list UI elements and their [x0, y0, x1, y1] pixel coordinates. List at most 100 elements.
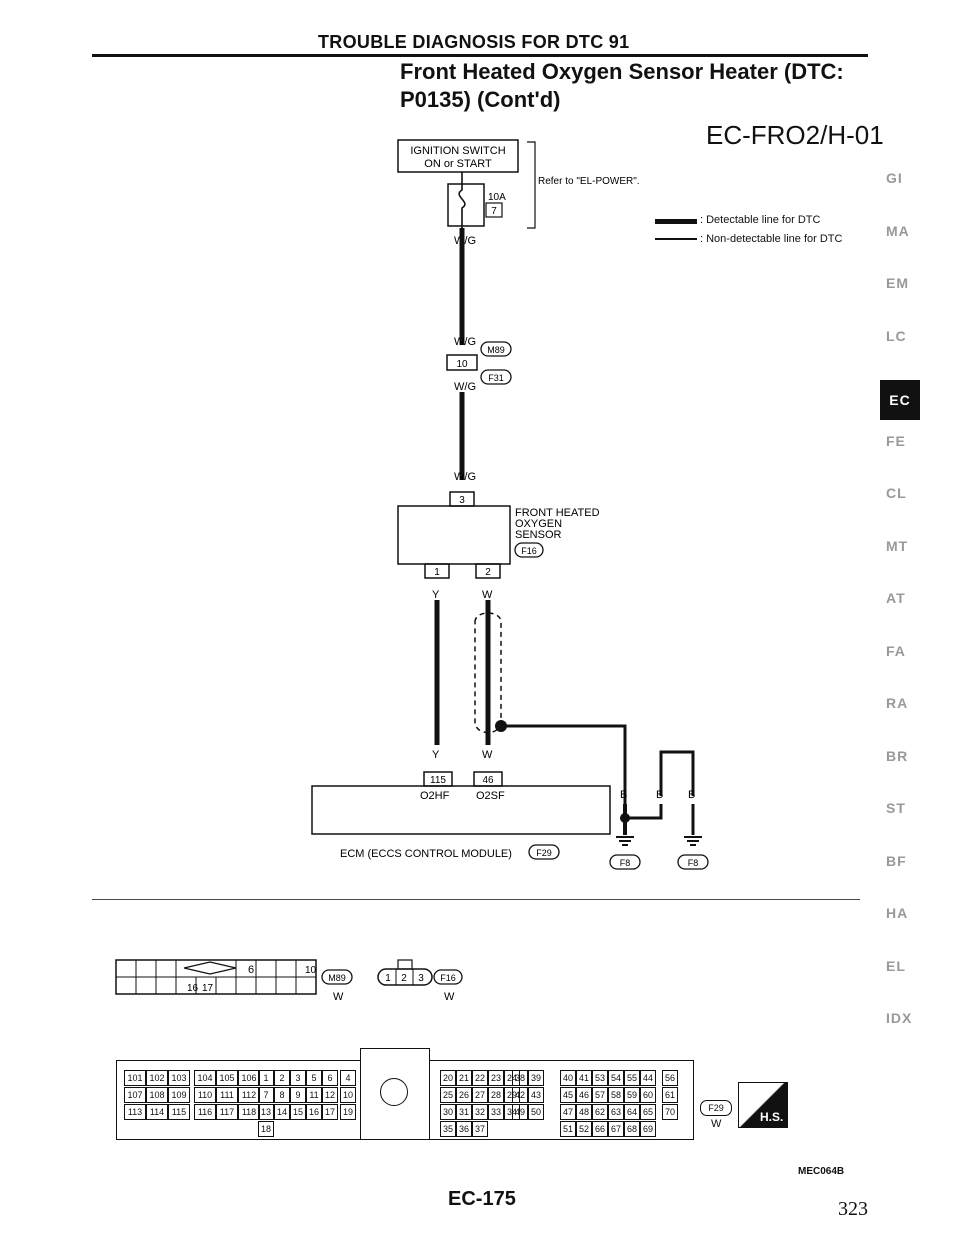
- badge-f8-2: [677, 854, 709, 870]
- wire-label-wg-3: W/G: [454, 381, 476, 393]
- ecm-pin: 66: [592, 1121, 608, 1137]
- ecm-pin: 114: [146, 1104, 168, 1120]
- sidebar-item-br[interactable]: BR: [886, 747, 909, 764]
- ecm-pin: 55: [624, 1070, 640, 1086]
- sidebar-item-lc[interactable]: LC: [886, 327, 907, 344]
- wire-label-y-1: Y: [432, 589, 440, 601]
- ecm-pin: 31: [456, 1104, 472, 1120]
- ecm-pin: 22: [472, 1070, 488, 1086]
- sidebar-item-st[interactable]: ST: [886, 800, 906, 816]
- fuse-num: 7: [491, 206, 497, 217]
- f16-color: W: [444, 991, 455, 1003]
- m89-pin-17: 17: [202, 983, 214, 994]
- pin-1: 1: [434, 567, 440, 578]
- badge-f29-text: F29: [536, 848, 552, 858]
- ecm-pin: 46: [576, 1087, 592, 1103]
- ignition-line-1: IGNITION SWITCH: [410, 145, 505, 157]
- sidebar-item-ra[interactable]: RA: [886, 695, 909, 711]
- shield-outline: [474, 612, 502, 734]
- connector-m89-f31: [446, 354, 478, 371]
- ecm-pin: 69: [640, 1121, 656, 1137]
- ecm-pin: 28: [488, 1087, 504, 1103]
- connector-f16-view: [377, 959, 433, 986]
- wire-label-b-1: B: [620, 789, 627, 801]
- m89-pin-6: 6: [248, 964, 254, 976]
- f16-pin-3: 3: [418, 973, 424, 984]
- ecm-pin: 15: [290, 1104, 306, 1120]
- ecm-pin: 42: [512, 1087, 528, 1103]
- ecm-pin: 104: [194, 1070, 216, 1086]
- badge-m89-view: [321, 969, 353, 985]
- sidebar-item-ha[interactable]: HA: [886, 905, 909, 921]
- ecm-connector-lock-icon: [380, 1078, 408, 1106]
- sidebar-item-idx[interactable]: IDX: [886, 1010, 913, 1026]
- f29-color: W: [711, 1118, 722, 1130]
- ecm-pin: 6: [322, 1070, 338, 1086]
- badge-f8-1: [609, 854, 641, 870]
- ecm-pin: 44: [640, 1070, 656, 1086]
- ecm-pin: 102: [146, 1070, 168, 1086]
- sidebar-item-ma[interactable]: MA: [886, 222, 910, 239]
- badge-m89-text: M89: [487, 345, 505, 355]
- sidebar-item-fa[interactable]: FA: [886, 642, 906, 659]
- sidebar-item-ec[interactable]: EC: [880, 380, 920, 420]
- pin-2: 2: [485, 567, 491, 578]
- badge-f8-1-text: F8: [620, 858, 631, 868]
- header-rule: [92, 54, 868, 57]
- sidebar-item-fe[interactable]: FE: [886, 432, 906, 449]
- wiring-diagram: IGNITION SWITCH ON or START Refer to "EL…: [92, 139, 860, 900]
- fuse-box: [447, 183, 485, 227]
- ecm-pin: 25: [440, 1087, 456, 1103]
- section-title: TROUBLE DIAGNOSIS FOR DTC 91: [318, 32, 630, 52]
- ecm-pin: 39: [528, 1070, 544, 1086]
- ecm-pin: 35: [440, 1121, 456, 1137]
- sidebar-item-bf[interactable]: BF: [886, 852, 907, 869]
- m89-pin-16: 16: [187, 983, 199, 994]
- sidebar-item-el[interactable]: EL: [886, 957, 906, 974]
- ecm-pin: 108: [146, 1087, 168, 1103]
- ecm-pin: 45: [560, 1087, 576, 1103]
- figure-code: MEC064B: [798, 1166, 845, 1177]
- ecm-pin: 67: [608, 1121, 624, 1137]
- badge-f31-text: F31: [488, 373, 504, 383]
- wire-b-2: [625, 804, 663, 820]
- ecm-pin: 105: [216, 1070, 238, 1086]
- badge-f16: [514, 542, 544, 558]
- ecm-pin: 40: [560, 1070, 576, 1086]
- ecm-pin: 109: [168, 1087, 190, 1103]
- hs-label: H.S.: [760, 1110, 784, 1124]
- ecm-pin: 101: [124, 1070, 146, 1086]
- o2hf-label: O2HF: [420, 790, 450, 802]
- ecm-pin: 30: [440, 1104, 456, 1120]
- ecm-pin: 62: [592, 1104, 608, 1120]
- ecm-pin: 20: [440, 1070, 456, 1086]
- sidebar-item-cl[interactable]: CL: [886, 485, 907, 501]
- ecm-pin: 41: [576, 1070, 592, 1086]
- ecm-pin: 48: [576, 1104, 592, 1120]
- badge-f16-view-text: F16: [440, 973, 456, 983]
- shield-ground-wire: [501, 724, 627, 832]
- legend-detectable: : Detectable line for DTC: [700, 214, 821, 226]
- ecm-pin: 18: [258, 1121, 274, 1137]
- sidebar-item-mt[interactable]: MT: [886, 537, 909, 554]
- wire-label-b-3: B: [688, 789, 695, 801]
- ecm-pin: 118: [238, 1104, 260, 1120]
- o2sf-label: O2SF: [476, 790, 505, 802]
- fuse-num-box: [485, 202, 503, 218]
- pin-10: 10: [456, 359, 468, 370]
- ecm-box: [311, 785, 611, 835]
- sidebar-item-gi[interactable]: GI: [886, 170, 903, 186]
- ecm-pin: 110: [194, 1087, 216, 1103]
- sensor-line-2: OXYGEN: [515, 518, 562, 530]
- ecm-pin: 56: [662, 1070, 678, 1086]
- sidebar-item-em[interactable]: EM: [886, 275, 909, 291]
- sidebar-item-at[interactable]: AT: [886, 590, 906, 606]
- ecm-pin: 61: [662, 1087, 678, 1103]
- page-number: 323: [838, 1198, 868, 1220]
- ecm-pin: 26: [456, 1087, 472, 1103]
- ecm-pin: 38: [512, 1070, 528, 1086]
- m89-color: W: [333, 991, 344, 1003]
- badge-f29: [528, 844, 560, 860]
- sensor-line-1: FRONT HEATED: [515, 507, 600, 519]
- ignition-switch-box: [397, 139, 519, 173]
